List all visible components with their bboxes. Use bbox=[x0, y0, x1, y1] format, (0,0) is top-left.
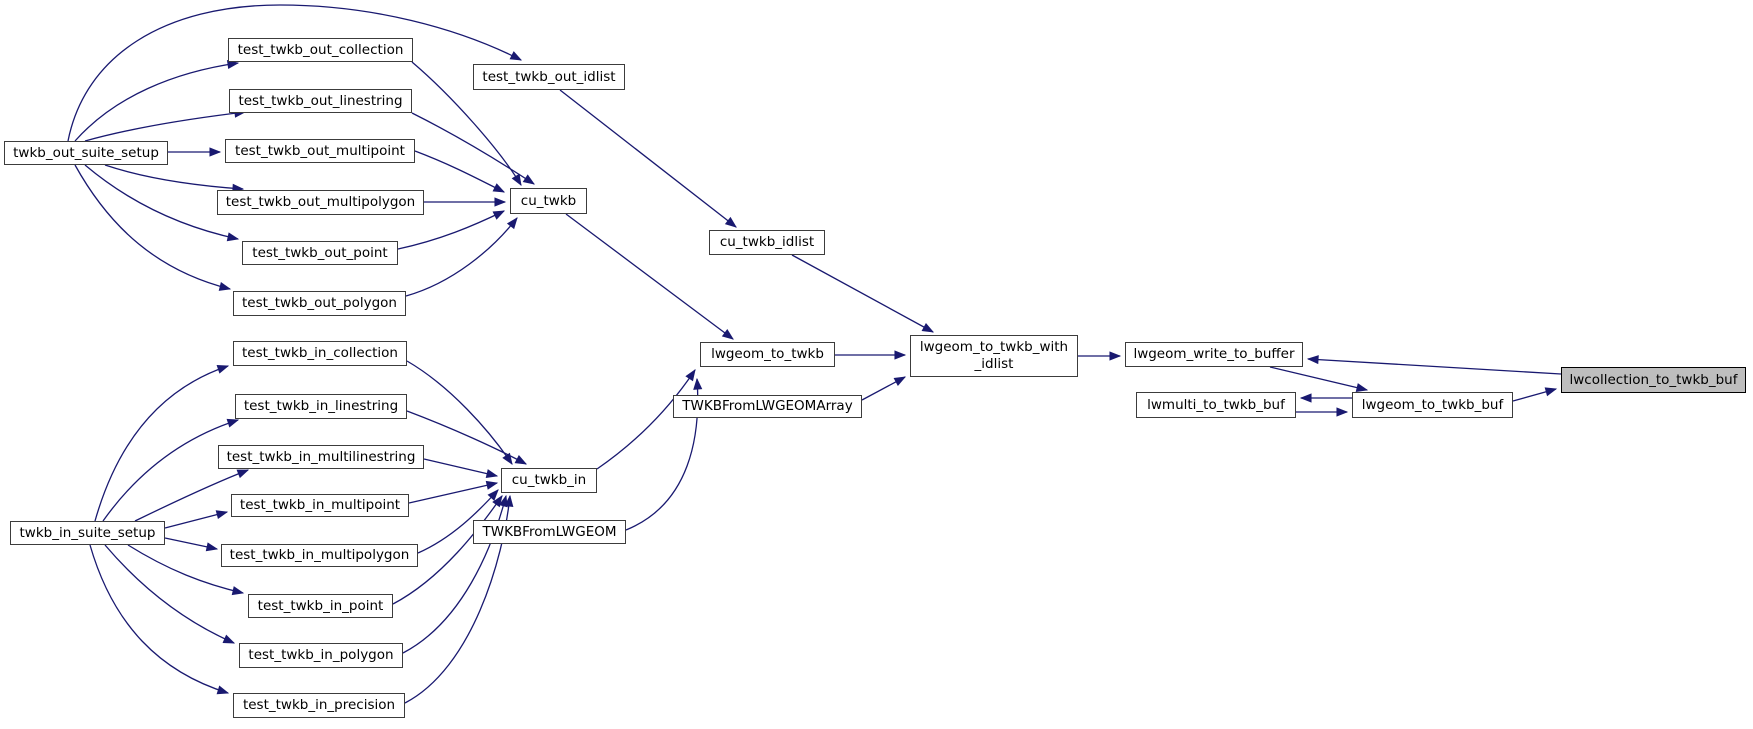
call-edge-twkb_in_suite_setup-to-test_twkb_in_linestring bbox=[102, 418, 240, 522]
function-node-test_twkb_out_idlist[interactable]: test_twkb_out_idlist bbox=[473, 64, 625, 90]
focus-function-node-lwcollection_to_twkb_buf: lwcollection_to_twkb_buf bbox=[1561, 367, 1746, 393]
function-node-test_twkb_out_collection[interactable]: test_twkb_out_collection bbox=[228, 38, 413, 62]
call-edge-test_twkb_in_point-to-cu_twkb_in bbox=[392, 495, 503, 605]
call-edge-test_twkb_in_multipoint-to-cu_twkb_in bbox=[408, 480, 499, 504]
call-edge-twkb_out_suite_setup-to-test_twkb_out_multipolygon bbox=[104, 164, 245, 193]
call-edge-twkb_in_suite_setup-to-test_twkb_in_polygon bbox=[104, 544, 236, 644]
function-node-lwmulti_to_twkb_buf[interactable]: lwmulti_to_twkb_buf bbox=[1136, 392, 1296, 418]
function-node-twkb_in_suite_setup[interactable]: twkb_in_suite_setup bbox=[10, 521, 165, 545]
call-edge-test_twkb_in_multipolygon-to-cu_twkb_in bbox=[417, 489, 499, 554]
call-edge-test_twkb_in_multilinestring-to-cu_twkb_in bbox=[423, 458, 499, 479]
function-node-lwgeom_to_twkb_with_idlist[interactable]: lwgeom_to_twkb_with _idlist bbox=[910, 335, 1078, 377]
function-node-test_twkb_out_multipoint[interactable]: test_twkb_out_multipoint bbox=[225, 139, 415, 163]
call-edge-lwgeom_write_to_buffer-to-lwgeom_to_twkb_buf bbox=[1269, 366, 1369, 393]
call-edge-twkb_out_suite_setup-to-test_twkb_out_collection bbox=[74, 59, 240, 142]
function-node-test_twkb_in_point[interactable]: test_twkb_in_point bbox=[248, 594, 393, 618]
call-edge-twkb_in_suite_setup-to-test_twkb_in_multipoint bbox=[164, 510, 229, 529]
call-edge-test_twkb_in_linestring-to-cu_twkb_in bbox=[406, 410, 528, 465]
function-node-cu_twkb_in[interactable]: cu_twkb_in bbox=[501, 468, 597, 493]
function-node-cu_twkb_idlist[interactable]: cu_twkb_idlist bbox=[709, 230, 825, 255]
function-node-TWKBFromLWGEOMArray[interactable]: TWKBFromLWGEOMArray bbox=[673, 395, 862, 418]
function-node-cu_twkb[interactable]: cu_twkb bbox=[510, 188, 587, 214]
call-edge-lwgeom_to_twkb_buf-to-lwcollection_to_twkb_buf bbox=[1512, 387, 1558, 402]
function-node-test_twkb_in_multipoint[interactable]: test_twkb_in_multipoint bbox=[231, 494, 409, 517]
call-edge-twkb_in_suite_setup-to-test_twkb_in_precision bbox=[89, 544, 230, 695]
function-node-lwgeom_to_twkb_buf[interactable]: lwgeom_to_twkb_buf bbox=[1352, 392, 1513, 418]
function-node-test_twkb_in_multipolygon[interactable]: test_twkb_in_multipolygon bbox=[221, 544, 418, 567]
call-edge-twkb_in_suite_setup-to-test_twkb_in_point bbox=[127, 544, 245, 596]
call-edge-test_twkb_in_polygon-to-cu_twkb_in bbox=[402, 494, 508, 654]
function-node-test_twkb_out_multipolygon[interactable]: test_twkb_out_multipolygon bbox=[217, 190, 424, 215]
call-edge-twkb_out_suite_setup-to-test_twkb_out_polygon bbox=[74, 164, 232, 291]
function-node-test_twkb_out_polygon[interactable]: test_twkb_out_polygon bbox=[233, 291, 406, 316]
function-node-test_twkb_out_point[interactable]: test_twkb_out_point bbox=[242, 241, 398, 265]
call-edge-test_twkb_out_multipoint-to-cu_twkb bbox=[414, 150, 506, 193]
function-node-test_twkb_in_multilinestring[interactable]: test_twkb_in_multilinestring bbox=[218, 445, 424, 469]
function-node-lwgeom_write_to_buffer[interactable]: lwgeom_write_to_buffer bbox=[1125, 342, 1303, 367]
call-edge-twkb_out_suite_setup-to-test_twkb_out_idlist bbox=[67, 4, 523, 142]
call-edge-TWKBFromLWGEOMArray-to-lwgeom_to_twkb_with_idlist bbox=[861, 376, 907, 401]
function-node-TWKBFromLWGEOM[interactable]: TWKBFromLWGEOM bbox=[473, 520, 626, 544]
call-edge-test_twkb_out_collection-to-cu_twkb bbox=[411, 61, 522, 187]
function-node-lwgeom_to_twkb[interactable]: lwgeom_to_twkb bbox=[700, 342, 835, 367]
call-edge-cu_twkb_idlist-to-lwgeom_to_twkb_with_idlist bbox=[791, 254, 935, 333]
function-node-test_twkb_in_polygon[interactable]: test_twkb_in_polygon bbox=[239, 643, 403, 668]
call-edge-test_twkb_out_linestring-to-cu_twkb bbox=[411, 112, 535, 185]
call-edge-twkb_in_suite_setup-to-test_twkb_in_multilinestring bbox=[134, 469, 250, 522]
function-node-test_twkb_out_linestring[interactable]: test_twkb_out_linestring bbox=[229, 89, 412, 113]
call-edge-test_twkb_out_point-to-cu_twkb bbox=[397, 210, 506, 250]
call-edge-test_twkb_out_idlist-to-cu_twkb_idlist bbox=[559, 89, 737, 228]
function-node-twkb_out_suite_setup[interactable]: twkb_out_suite_setup bbox=[4, 141, 168, 165]
call-edge-twkb_out_suite_setup-to-test_twkb_out_point bbox=[84, 164, 240, 242]
function-node-test_twkb_in_precision[interactable]: test_twkb_in_precision bbox=[233, 693, 405, 718]
function-node-test_twkb_in_linestring[interactable]: test_twkb_in_linestring bbox=[235, 394, 407, 419]
call-edge-twkb_in_suite_setup-to-test_twkb_in_multipolygon bbox=[164, 537, 219, 552]
call-edge-test_twkb_out_polygon-to-cu_twkb bbox=[405, 217, 518, 297]
call-edge-cu_twkb_in-to-lwgeom_to_twkb bbox=[596, 369, 696, 470]
call-edge-twkb_out_suite_setup-to-test_twkb_out_linestring bbox=[84, 108, 247, 142]
function-node-test_twkb_in_collection[interactable]: test_twkb_in_collection bbox=[233, 341, 407, 366]
call-edge-twkb_in_suite_setup-to-test_twkb_in_collection bbox=[94, 365, 230, 522]
call-edge-lwcollection_to_twkb_buf-to-lwgeom_write_to_buffer bbox=[1306, 355, 1562, 375]
call-edge-cu_twkb-to-lwgeom_to_twkb bbox=[565, 213, 734, 340]
